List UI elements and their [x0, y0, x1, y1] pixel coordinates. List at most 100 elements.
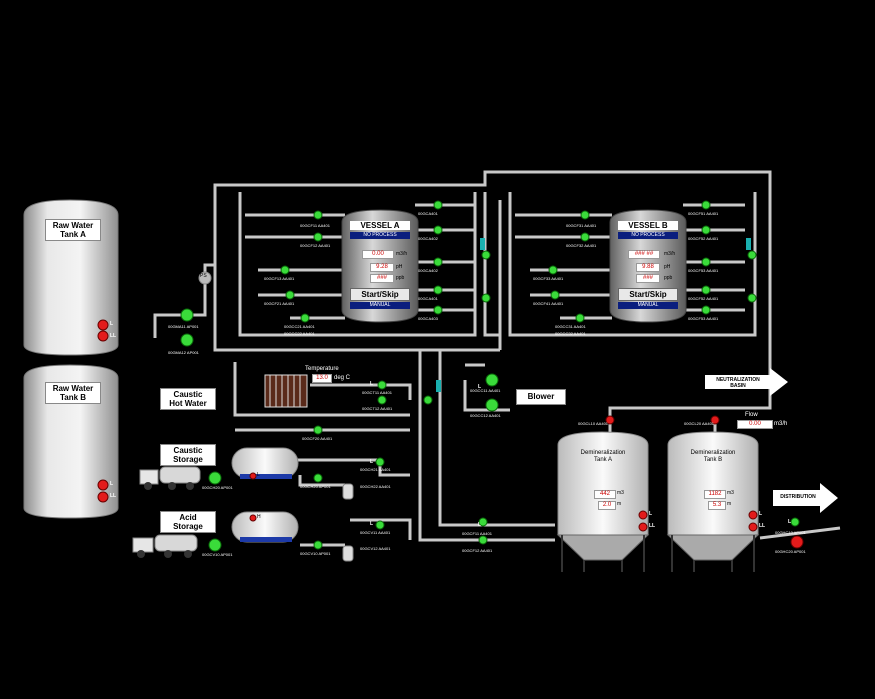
vessel-b-status: NO PROCESS: [618, 232, 678, 239]
tag-gcl20: 00GCL20 AA401: [684, 421, 715, 426]
tag-ccf20: 00GCF20 AA401: [302, 436, 333, 441]
cvc11-l-indicator: L: [370, 521, 374, 527]
tag-chc21: 00GCH21 AA401: [360, 467, 391, 472]
filters: [342, 483, 354, 562]
tag-cf11: 00GCF11 AA401: [300, 223, 330, 228]
tag-cc31: 00GCC31 AA401: [555, 324, 586, 329]
demin-a-ll-indicator: LL: [649, 523, 656, 529]
tag-cf52b: 00GCF52 AA401: [688, 296, 719, 301]
tag-ca402a: 00GCA402: [418, 236, 438, 241]
demin-b-ll-indicator: LL: [759, 523, 766, 529]
demin-b-l-indicator: L: [759, 511, 763, 517]
demin-tank-a-level: 2.0: [598, 501, 616, 510]
vessel-a-ph-unit: pH: [396, 264, 403, 270]
tag-ca401b: 00GCA401: [418, 296, 438, 301]
tag-cf33: 00GCF33 AA401: [533, 276, 564, 281]
flow-label: Flow: [745, 412, 758, 418]
tag-gcc11: 00GCC11 AA401: [470, 388, 501, 393]
caustic-l-indicator: L: [257, 472, 260, 478]
vessel-a-ppb: ###: [370, 274, 394, 283]
raw-b-l-indicator: L: [110, 481, 114, 487]
tag-cf21: 00GCF21 AA401: [264, 301, 295, 306]
vessel-a-ppb-unit: ppb: [396, 275, 405, 281]
ps-label: PS: [200, 273, 207, 279]
vessel-b-ppb: ###: [636, 274, 660, 283]
caustic-storage-tank: [231, 447, 299, 479]
vessel-a-start-skip-button[interactable]: Start/Skip: [350, 288, 410, 301]
raw-water-tank-b-label: Raw Water Tank B: [45, 382, 101, 404]
demin-tank-a-volume: 442: [594, 490, 616, 499]
gcf11-l-indicator: L: [478, 522, 482, 528]
vessel-b-ph-unit: pH: [664, 264, 671, 270]
tag-cf31: 00GCF31 AA401: [566, 223, 597, 228]
tag-gmai2: 00GMA12 AP001: [168, 350, 199, 355]
tag-cf13: 00GCF13 AA401: [264, 276, 295, 281]
demin-tank-b-volume: 1182: [704, 490, 726, 499]
temperature-unit: deg C: [334, 375, 351, 381]
acid-h-indicator: H: [257, 514, 261, 520]
tag-cc21: 00GCC21 AA401: [284, 324, 315, 329]
demin-tank-a-title: Demineralization Tank A: [580, 450, 626, 463]
tag-cf53: 00GCF53 AA401: [688, 268, 719, 273]
vessel-b-start-skip-button[interactable]: Start/Skip: [618, 288, 678, 301]
tag-gmai1: 00GMA11 AP001: [168, 324, 199, 329]
acid-storage-tank: [231, 511, 299, 543]
vessel-b-title: VESSEL B: [618, 221, 678, 230]
neutralization-arrow: [705, 368, 788, 396]
tag-cct11: 00GCT11 AA401: [362, 390, 392, 395]
raw-b-ll-indicator: LL: [110, 493, 117, 499]
tag-ca401: 00GCA401: [418, 211, 438, 216]
demin-tank-b-level: 5.3: [708, 501, 726, 510]
blower-label: Blower: [516, 389, 566, 405]
tag-ghc10: 00GHC10 AP001: [775, 530, 806, 535]
tag-cvc10b: 00GCV10 AP001: [300, 551, 331, 556]
vessel-b-mode: MANUAL: [618, 302, 678, 309]
tag-cf41: 00GCF41 AA401: [533, 301, 564, 306]
demin-tank-b-volume-unit: m3: [727, 490, 734, 496]
tag-chc22: 00GCH22 AA401: [360, 484, 391, 489]
raw-water-tank-a-label: Raw Water Tank A: [45, 219, 101, 241]
raw-a-ll-indicator: LL: [110, 333, 117, 339]
valves-and-pumps: [180, 200, 800, 552]
tag-cct12: 00GCT12 AA401: [362, 406, 393, 411]
tag-chc20: 00GCH20 AP001: [202, 485, 233, 490]
demin-tank-a: [556, 431, 650, 572]
demin-tank-b-title: Demineralization Tank B: [690, 450, 736, 463]
acid-storage-label: Acid Storage: [160, 511, 216, 533]
tag-cvc10: 00GCV10 AP001: [202, 552, 233, 557]
ghc10-l-indicator: L: [788, 519, 792, 525]
temperature-value: 13.0: [312, 374, 332, 383]
pressure-switch: [198, 271, 212, 285]
neutralization-basin-label: NEUTRALIZATION BASIN: [716, 377, 760, 389]
vessel-a-flow: 0.00: [362, 250, 394, 259]
demin-tank-a-volume-unit: m3: [617, 490, 624, 496]
vessel-a-title: VESSEL A: [350, 221, 410, 230]
tag-cf12: 00GCF12 AA401: [300, 243, 331, 248]
tag-cvc11: 00GCV11 AA401: [360, 530, 391, 535]
flow-value: 0.00: [737, 420, 773, 429]
vessel-a-status: NO PROCESS: [350, 232, 410, 239]
vessel-b-ph: 9.88: [636, 263, 660, 272]
tag-gcf12: 00GCF12 AA401: [462, 548, 493, 553]
vessel-b-flow: ### ##: [628, 250, 660, 259]
tag-cf32: 00GCF32 AA401: [566, 243, 597, 248]
demin-tank-a-level-unit: m: [617, 501, 622, 507]
caustic-hot-water-label: Caustic Hot Water: [160, 388, 216, 410]
tag-cc22: 00GCC22 AA401: [284, 331, 315, 336]
pipe-network: [153, 170, 841, 547]
cct11-l-indicator: L: [370, 381, 374, 387]
vessel-a-mode: MANUAL: [350, 302, 410, 309]
tag-cf53b: 00GCF53 AA401: [688, 316, 719, 321]
heat-exchanger: [264, 374, 308, 408]
acid-truck-icon: [132, 534, 198, 558]
tag-cc32: 00GCC32 AA401: [555, 331, 586, 336]
flow-meters: [436, 238, 751, 392]
flow-unit: m3/h: [774, 421, 788, 427]
tag-cf51: 00GCF51 AA401: [688, 211, 719, 216]
vessel-b-flow-unit: m3/h: [664, 251, 676, 257]
tag-cf52: 00GCF52 AA401: [688, 236, 719, 241]
distribution-arrow: [773, 483, 838, 513]
demin-tank-b: [666, 431, 760, 572]
vessel-a-flow-unit: m3/h: [396, 251, 408, 257]
